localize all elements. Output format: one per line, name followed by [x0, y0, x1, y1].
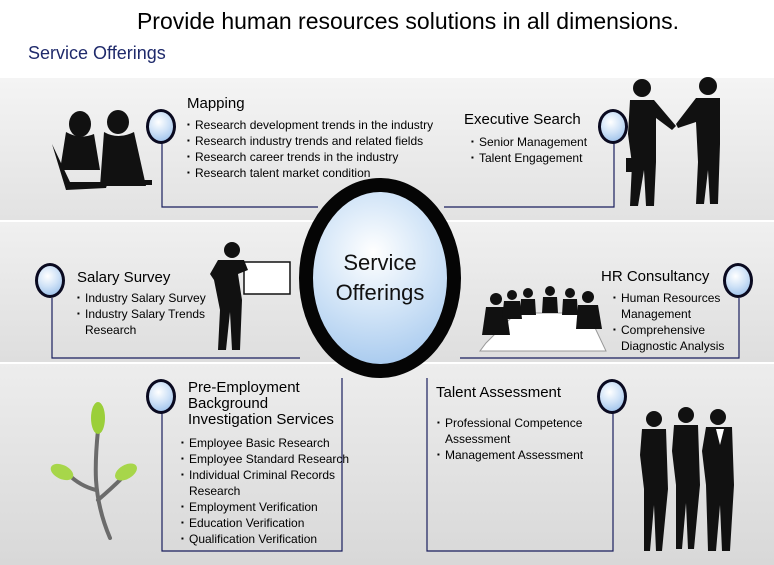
handshake-silhouette: [626, 77, 720, 206]
list-item: Individual Criminal Records Research: [181, 467, 351, 499]
pre-employment-node: [146, 379, 176, 414]
mapping-node: [146, 109, 176, 144]
list-item: Management Assessment: [437, 447, 587, 463]
women-at-laptop-silhouette: [52, 110, 152, 190]
center-label-line1: Service: [343, 250, 417, 275]
center-label-line2: Offerings: [335, 280, 425, 305]
list-item: Employment Verification: [181, 499, 351, 515]
hr-consultancy-heading: HR Consultancy: [601, 268, 710, 285]
list-item: Employee Basic Research: [181, 435, 351, 451]
hr-consultancy-list: Human Resources Management Comprehensive…: [613, 290, 728, 354]
executive-search-list: Senior Management Talent Engagement: [471, 134, 601, 166]
list-item: Industry Salary Trends Research: [77, 306, 212, 338]
page-title: Provide human resources solutions in all…: [136, 8, 680, 34]
meeting-table-silhouette: [479, 286, 607, 352]
list-item: Education Verification: [181, 515, 351, 531]
list-item: Research career trends in the industry: [187, 149, 457, 165]
list-item: Professional Competence Assessment: [437, 415, 587, 447]
talent-assessment-heading: Talent Assessment: [436, 384, 562, 401]
list-item: Qualification Verification: [181, 531, 351, 547]
pre-employment-heading: Pre-Employment Background Investigation …: [188, 379, 334, 428]
list-item: Talent Engagement: [471, 150, 601, 166]
executive-search-node: [598, 109, 628, 144]
salary-survey-list: Industry Salary Survey Industry Salary T…: [77, 290, 212, 338]
talent-assessment-node: [597, 379, 627, 414]
list-item: Human Resources Management: [613, 290, 728, 322]
pre-employment-list: Employee Basic Research Employee Standar…: [181, 435, 351, 547]
executive-search-heading: Executive Search: [464, 111, 581, 128]
mapping-heading: Mapping: [187, 95, 245, 112]
talent-assessment-list: Professional Competence Assessment Manag…: [437, 415, 587, 463]
list-item: Employee Standard Research: [181, 451, 351, 467]
page-subtitle: Service Offerings: [28, 43, 166, 63]
center-circle: Service Offerings: [299, 178, 461, 378]
salary-survey-node: [35, 263, 65, 298]
list-item: Senior Management: [471, 134, 601, 150]
mapping-list: Research development trends in the indus…: [187, 117, 457, 181]
business-team-silhouette: [640, 407, 734, 551]
list-item: Industry Salary Survey: [77, 290, 212, 306]
list-item: Research development trends in the indus…: [187, 117, 457, 133]
presenter-silhouette: [210, 242, 291, 350]
salary-survey-heading: Salary Survey: [77, 269, 171, 286]
sprout-icon: [50, 402, 137, 540]
list-item: Research industry trends and related fie…: [187, 133, 457, 149]
hr-consultancy-node: [723, 263, 753, 298]
list-item: Comprehensive Diagnostic Analysis: [613, 322, 728, 354]
list-item: Research talent market condition: [187, 165, 457, 181]
